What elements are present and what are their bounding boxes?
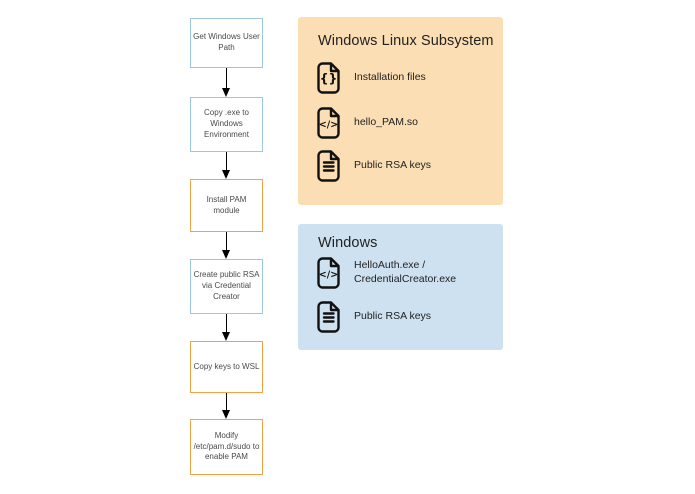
arrow-head-icon [222,88,230,97]
code-file-icon: </> [317,107,340,139]
arrow-head-icon [222,410,230,419]
panel-item: Public RSA keys [315,301,431,333]
panel-item-label: Installation files [354,71,426,84]
arrow-head-icon [222,170,230,179]
text-file-icon [317,301,340,333]
panel-wsl: Windows Linux Subsystem {} Installation … [298,17,503,205]
braces-file-icon: {} [317,62,340,94]
flow-arrow [221,152,232,179]
flow-step-modify-pam-config: Modify /etc/pam.d/sudo to enable PAM [190,419,263,475]
code-file-icon: </> [317,257,340,289]
panel-item-label: HelloAuth.exe / CredentialCreator.exe [354,259,457,285]
panel-item: </> hello_PAM.so [315,107,418,139]
flow-arrow [221,314,232,341]
panel-item-label: hello_PAM.so [354,116,419,129]
text-file-icon [317,150,340,182]
arrow-shaft [226,232,227,253]
arrow-shaft [226,393,227,413]
panel-windows: Windows </> HelloAuth.exe / CredentialCr… [298,224,503,350]
flow-arrow [221,232,232,259]
panel-item-label: Public RSA keys [354,159,432,172]
svg-text:{}: {} [320,71,338,86]
flow-step-get-windows-user-path: Get Windows User Path [190,18,263,68]
flow-step-copy-keys-to-wsl: Copy keys to WSL [190,341,263,393]
svg-text:</>: </> [319,270,338,281]
arrow-head-icon [222,332,230,341]
arrow-shaft [226,68,227,91]
flow-step-create-public-rsa: Create public RSA via Credential Creator [190,259,263,314]
panel-item-label: Public RSA keys [354,310,432,323]
arrow-shaft [226,152,227,173]
flow-step-install-pam-module: Install PAM module [190,179,263,232]
arrow-head-icon [222,250,230,259]
flow-arrow [221,68,232,97]
panel-item: Public RSA keys [315,150,431,182]
panel-windows-title: Windows [318,235,378,251]
flow-arrow [221,393,232,419]
svg-text:</>: </> [319,120,338,131]
arrow-shaft [226,314,227,335]
flow-step-copy-exe-to-windows: Copy .exe to Windows Environment [190,97,263,152]
panel-item: </> HelloAuth.exe / CredentialCreator.ex… [315,257,456,289]
panel-item: {} Installation files [315,62,426,94]
panel-wsl-title: Windows Linux Subsystem [318,33,494,49]
